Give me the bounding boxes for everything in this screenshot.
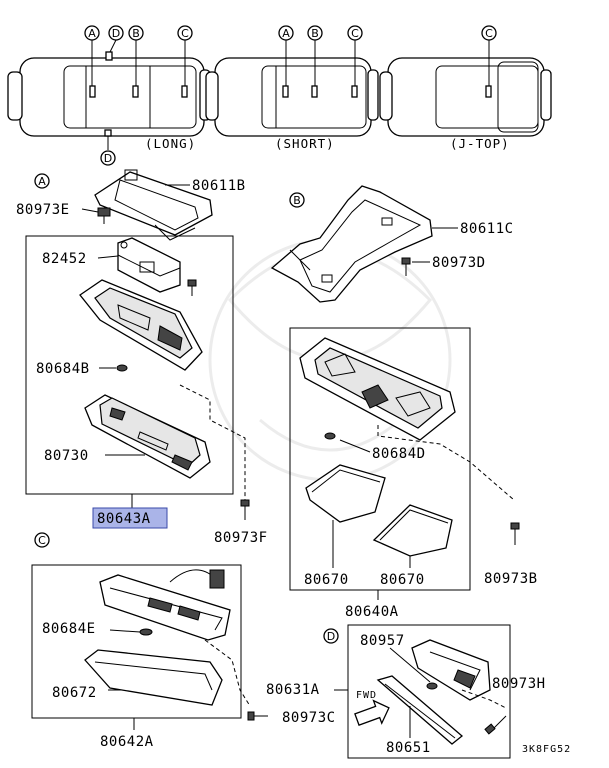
label-80730: 80730 — [44, 448, 89, 464]
lens-80651 — [376, 675, 464, 745]
bolt-80973E — [97, 207, 111, 224]
vehicle-view-jtop — [379, 57, 552, 137]
label-80643A[interactable]: 80643A — [97, 511, 151, 527]
caption-jtop: (J-TOP) — [450, 136, 510, 151]
lens-80670-left — [305, 464, 386, 523]
vehicle-view-short — [205, 57, 379, 137]
locator-b-short: B — [311, 27, 319, 40]
screw-80973F — [240, 499, 250, 520]
assembly-box-80631A — [347, 624, 511, 759]
section-b-marker: B — [293, 194, 301, 207]
lamp-housing-80640A — [299, 337, 456, 441]
section-d-marker: D — [327, 630, 335, 643]
locator-c-short: C — [351, 27, 359, 40]
figure-code: 3K8FG52 — [522, 744, 571, 755]
locator-a-short: A — [282, 27, 290, 40]
bulb-80684D — [324, 432, 336, 440]
lamp-80957 — [411, 639, 491, 701]
label-80973D: 80973D — [432, 255, 486, 271]
vehicle-view-long — [7, 51, 211, 137]
label-80684D: 80684D — [372, 446, 426, 462]
label-80631A: 80631A — [266, 682, 320, 698]
section-c-marker: C — [38, 534, 46, 547]
label-80973E: 80973E — [16, 202, 70, 218]
locator-c-long: C — [181, 27, 189, 40]
fwd-label: FWD — [356, 690, 377, 701]
lens-80670-right — [372, 504, 453, 557]
label-80973B: 80973B — [484, 571, 538, 587]
locator-a-long: A — [88, 27, 96, 40]
label-80640A: 80640A — [345, 604, 399, 620]
assembly-box-80640A — [289, 327, 471, 591]
label-80957: 80957 — [360, 633, 405, 649]
section-a-marker: A — [38, 175, 46, 188]
assembly-box-80642A — [31, 564, 242, 719]
lamp-housing-80642A — [99, 569, 231, 641]
label-80973C: 80973C — [282, 710, 336, 726]
label-80611B: 80611B — [192, 178, 246, 194]
bracket-82452 — [117, 237, 181, 293]
bulb-80684B — [116, 364, 128, 372]
leader-80973F — [179, 384, 246, 500]
assembly-box-80643A — [25, 235, 234, 495]
label-80684E: 80684E — [42, 621, 96, 637]
label-82452: 82452 — [42, 251, 87, 267]
label-80973H: 80973H — [492, 676, 546, 692]
vehicle-locators: A D B C D A B C C — [84, 25, 497, 166]
highlight-80643A[interactable] — [92, 507, 168, 529]
label-80651: 80651 — [386, 740, 431, 756]
label-80611C: 80611C — [460, 221, 514, 237]
lamp-housing — [79, 279, 203, 371]
bulb-80957 — [426, 682, 438, 690]
fwd-arrow: FWD — [354, 690, 390, 726]
screw-80973D — [401, 257, 411, 276]
locator-d-long-top: D — [112, 27, 120, 40]
label-80670-right: 80670 — [380, 572, 425, 588]
lens-80730 — [84, 394, 211, 479]
label-80684B: 80684B — [36, 361, 90, 377]
locator-c-jtop: C — [485, 27, 493, 40]
label-80670-left: 80670 — [304, 572, 349, 588]
locator-d-long: D — [104, 152, 112, 165]
leader-80973C — [204, 639, 251, 707]
lens-80672 — [84, 649, 223, 706]
bracket-80611B — [94, 169, 213, 241]
leader-80973H — [461, 689, 507, 709]
label-80672: 80672 — [52, 685, 97, 701]
screw-80973C — [247, 711, 268, 721]
bracket-80611C — [270, 185, 433, 303]
screw-80973B — [510, 522, 520, 545]
caption-short: (SHORT) — [275, 136, 335, 151]
locator-b-long: B — [132, 27, 140, 40]
leader-80973B — [377, 425, 515, 501]
screw-80973H — [484, 715, 507, 735]
caption-long: (LONG) — [145, 136, 196, 151]
screw-82452 — [187, 279, 197, 296]
bulb-80684E — [139, 628, 153, 636]
label-80642A: 80642A — [100, 734, 154, 750]
label-80973F: 80973F — [214, 530, 268, 546]
